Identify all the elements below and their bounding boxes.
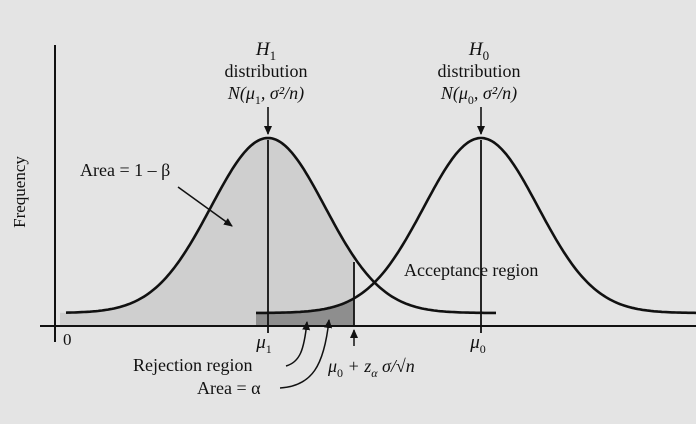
- x-tick-zero: 0: [63, 330, 72, 349]
- h0-title: H0: [468, 39, 489, 63]
- acceptance-region-label: Acceptance region: [404, 260, 538, 280]
- rejection-region-leader: [285, 321, 311, 367]
- h1-title: H1: [255, 39, 276, 63]
- power-area-shading: [60, 138, 354, 326]
- h1-distribution-curve: [65, 136, 496, 315]
- h0-formula: N(μ0, σ²/n): [440, 83, 517, 107]
- x-tick-mu1: μ1: [255, 332, 272, 356]
- x-tick-mu0: μ0: [469, 332, 486, 356]
- h1-formula: N(μ1, σ²/n): [227, 83, 304, 107]
- y-axis-label: Frequency: [10, 156, 29, 228]
- power-area-arrow: [177, 186, 233, 227]
- h0-distribution-label: distribution: [437, 61, 520, 81]
- critical-value-label: μ0 + zα σ/√n: [327, 356, 415, 380]
- rejection-region-label: Rejection region: [133, 355, 252, 375]
- h0-distribution-curve: [256, 136, 696, 315]
- h1-distribution-label: distribution: [224, 61, 307, 81]
- area-alpha-leader: [279, 319, 333, 389]
- power-area-label: Area = 1 – β: [80, 160, 170, 180]
- area-alpha-label: Area = α: [197, 378, 261, 398]
